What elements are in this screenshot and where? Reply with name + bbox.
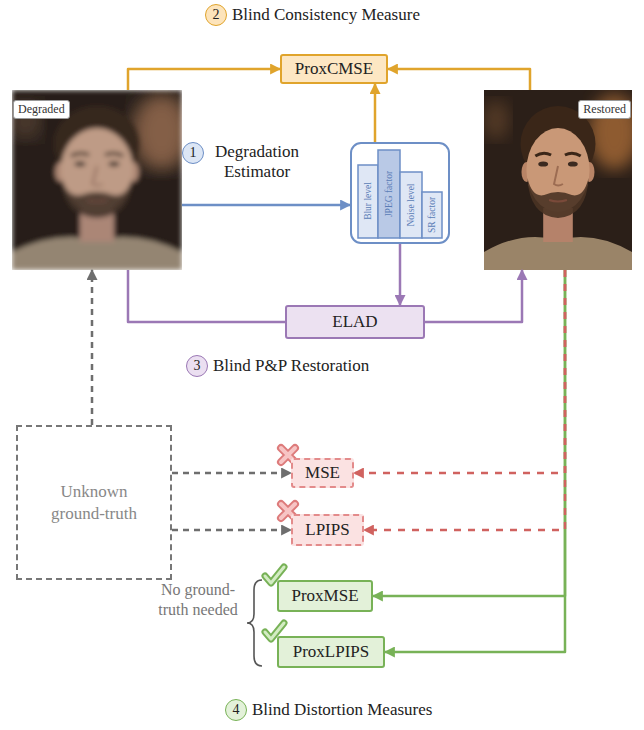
node-text: LPIPS: [305, 520, 349, 540]
bar-label: Noise level: [406, 183, 416, 226]
step-number: 4: [225, 699, 247, 721]
method-box: ELAD: [285, 305, 425, 339]
label-anchor: 2: [205, 4, 227, 26]
metric-box: ProxLPIPS: [277, 636, 385, 668]
bar-label: Blur level: [363, 182, 373, 220]
metric-box: ProxMSE: [277, 580, 373, 612]
image-panel: Degraded: [12, 90, 182, 270]
metric-box: MSE: [291, 458, 354, 488]
step-number: 2: [205, 4, 227, 26]
image-label: Restored: [578, 100, 631, 119]
bar-label: SR factor: [427, 196, 437, 232]
bar: [358, 165, 378, 238]
metric-box: ProxCMSE: [280, 54, 388, 84]
label-anchor: Blind Consistency Measure: [232, 5, 420, 25]
bar: [400, 172, 422, 238]
bar: [422, 192, 442, 238]
face-picture: [484, 90, 632, 270]
connector-arrow: [172, 529, 291, 532]
label-anchor: Blind P&P Restoration: [213, 356, 369, 376]
label-anchor: 4: [225, 699, 247, 721]
node-text: MSE: [305, 463, 340, 483]
restored-photo: [484, 90, 632, 270]
caption-text: No ground-truth needed: [150, 580, 246, 620]
connector-arrow: [374, 84, 377, 142]
degraded-photo: [12, 90, 182, 270]
connector-arrow: [172, 472, 291, 475]
bar-label: JPEG factor: [384, 170, 394, 216]
bar: [378, 150, 400, 238]
label-anchor: No ground-truth needed: [150, 580, 246, 620]
image-label: Degraded: [13, 100, 70, 119]
caption-text: Degradation Estimator: [207, 142, 307, 182]
connector-arrow: [182, 204, 350, 207]
label-anchor: Blind Distortion Measures: [252, 700, 432, 720]
estimator-box: Blur level JPEG factor Noise level SR facto…: [350, 142, 450, 244]
step-number: 1: [182, 142, 204, 164]
ground-truth-box: Unknown ground-truth: [16, 425, 172, 580]
face-picture: [12, 90, 182, 270]
node-text: ProxMSE: [291, 586, 358, 606]
node-text: ELAD: [332, 312, 377, 332]
node-text: ProxCMSE: [295, 59, 373, 79]
caption-text: Blind P&P Restoration: [213, 356, 369, 376]
connector-arrow: [354, 270, 565, 473]
bar-chart: [358, 150, 442, 238]
connector-arrow: [91, 270, 94, 425]
node-text: Unknown ground-truth: [38, 481, 150, 525]
label-anchor: 3: [186, 355, 208, 377]
connector-arrow: [425, 270, 522, 322]
curly-brace: [247, 580, 262, 666]
connector-arrow: [128, 69, 280, 90]
connector-arrow: [399, 244, 402, 305]
caption-text: Blind Distortion Measures: [252, 700, 432, 720]
label-anchor: 1: [182, 142, 204, 164]
connector-arrow: [388, 69, 530, 90]
label-anchor: Degradation Estimator: [207, 142, 307, 182]
connector-arrow: [128, 270, 285, 322]
image-panel: Restored: [484, 90, 632, 270]
metric-box: LPIPS: [291, 514, 364, 546]
step-number: 3: [186, 355, 208, 377]
node-text: ProxLPIPS: [293, 642, 370, 662]
caption-text: Blind Consistency Measure: [232, 5, 420, 25]
